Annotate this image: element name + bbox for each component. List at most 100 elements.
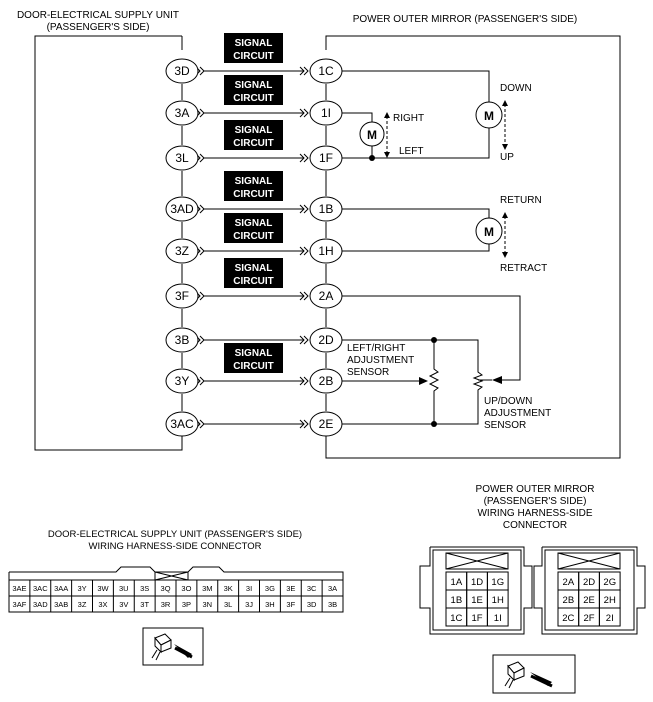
junction-dot [369,155,375,161]
mirror-internal-circuit [342,70,521,425]
connector-pin-label: 3Y [77,584,86,593]
signal-box-line2: CIRCUIT [233,93,274,104]
connector-pin-label: 3AB [54,600,68,609]
signal-box-line2: CIRCUIT [233,276,274,287]
connector-pin-label: 3K [224,584,233,593]
pin-circle [165,196,199,222]
ud-sensor-label-2: ADJUSTMENT [484,408,551,419]
label-up: UP [500,152,514,163]
connector-pin-label: 3Z [78,600,87,609]
right-unit-title: POWER OUTER MIRROR (PASSENGER'S SIDE) [353,14,578,25]
connector-view-icon [142,627,204,666]
left-pin-label: 3B [175,333,190,347]
connector-pin-label: 2I [606,613,614,624]
left-pin-label: 3L [175,151,189,165]
connector-pin-label: 3V [119,600,128,609]
signal-box-line1: SIGNAL [235,80,273,91]
right-pin-label: 1H [318,244,333,258]
connector-pin-label: 1A [451,577,463,588]
connector-pin-label: 2D [583,577,595,588]
wire-3ac-2e: 3AC 2E [165,411,343,437]
connector-pin-label: 3AD [33,600,48,609]
right-connector [419,546,646,635]
label-retract: RETRACT [500,263,547,274]
connector-pin-label: 2E [583,595,595,606]
left-pin-label: 3Y [175,374,190,388]
connector-chevron-icon [299,335,309,345]
ud-sensor-label-3: SENSOR [484,420,526,431]
svg-text:M: M [484,225,494,239]
left-connector-title-2: WIRING HARNESS-SIDE CONNECTOR [89,541,262,552]
right-pin-label: 1F [319,151,333,165]
right-pin-label: 1C [318,64,334,78]
connector-pin-label: 3J [245,600,253,609]
connector-pin-label: 1C [450,613,462,624]
left-pin-label: 3Z [175,244,189,258]
connector-pin-label: 3E [286,584,295,593]
connector-pin-label: 1H [492,595,504,606]
connector-pin-label: 1D [471,577,483,588]
connector-chevron-icon [299,419,309,429]
connector-pin-label: 1I [494,613,502,624]
connector-pin-label: 3AC [33,584,48,593]
pin-circle [165,327,199,353]
connector-chevron-icon [299,376,309,386]
signal-box-line1: SIGNAL [235,176,273,187]
connector-pin-label: 3U [119,584,129,593]
connector-chevron-icon [299,108,309,118]
wire-3l-1f: 3L 1F SIGNAL CIRCUIT [165,120,343,196]
lr-sensor-label-2: ADJUSTMENT [347,355,414,366]
connector-view-icon [492,654,576,694]
signal-box-line1: SIGNAL [235,125,273,136]
connector-chevron-icon [299,153,309,163]
connector-pin-label: 3Q [161,584,171,593]
connector-pin-label: 3H [265,600,275,609]
connector-pin-label: 2H [604,595,616,606]
left-pin-label: 3D [174,64,190,78]
signal-box-line2: CIRCUIT [233,231,274,242]
right-pin-label: 1I [321,106,331,120]
connector-pin-label: 1F [472,613,483,624]
left-connector-title-1: DOOR-ELECTRICAL SUPPLY UNIT (PASSENGER'S… [48,529,302,540]
connector-pin-label: 3W [97,584,109,593]
signal-box-line2: CIRCUIT [233,138,274,149]
connector-pin-label: 1B [451,595,463,606]
signal-box-line2: CIRCUIT [233,189,274,200]
left-pin-label: 3AC [170,417,194,431]
connector-chevron-icon [299,204,309,214]
pin-circle [165,283,199,309]
connector-pin-label: 3B [328,600,337,609]
right-pin-label: 1B [319,202,334,216]
right-connector-title-2: (PASSENGER'S SIDE) [484,496,587,507]
signal-circuit-box: SIGNAL CIRCUIT [224,75,283,105]
label-return: RETURN [500,195,542,206]
connector-pin-label: 3AA [54,584,68,593]
connector-pin-label: 3AF [13,600,27,609]
pin-circle [165,411,199,437]
connector-pin-label: 3S [140,584,149,593]
right-pin-label: 2E [319,417,334,431]
label-left: LEFT [399,146,423,157]
connector-pin-label: 2G [603,577,616,588]
lr-sensor-label-1: LEFT/RIGHT [347,343,405,354]
connector-pin-label: 3D [307,600,317,609]
ud-sensor-label-1: UP/DOWN [484,396,532,407]
pin-circle [165,368,199,394]
label-down: DOWN [500,83,532,94]
connector-pin-label: 3AE [12,584,26,593]
connector-pin-label: 2C [562,613,574,624]
signal-box-line2: CIRCUIT [233,51,274,62]
connector-pin-label: 2A [563,577,575,588]
connector-pin-label: 3N [203,600,213,609]
